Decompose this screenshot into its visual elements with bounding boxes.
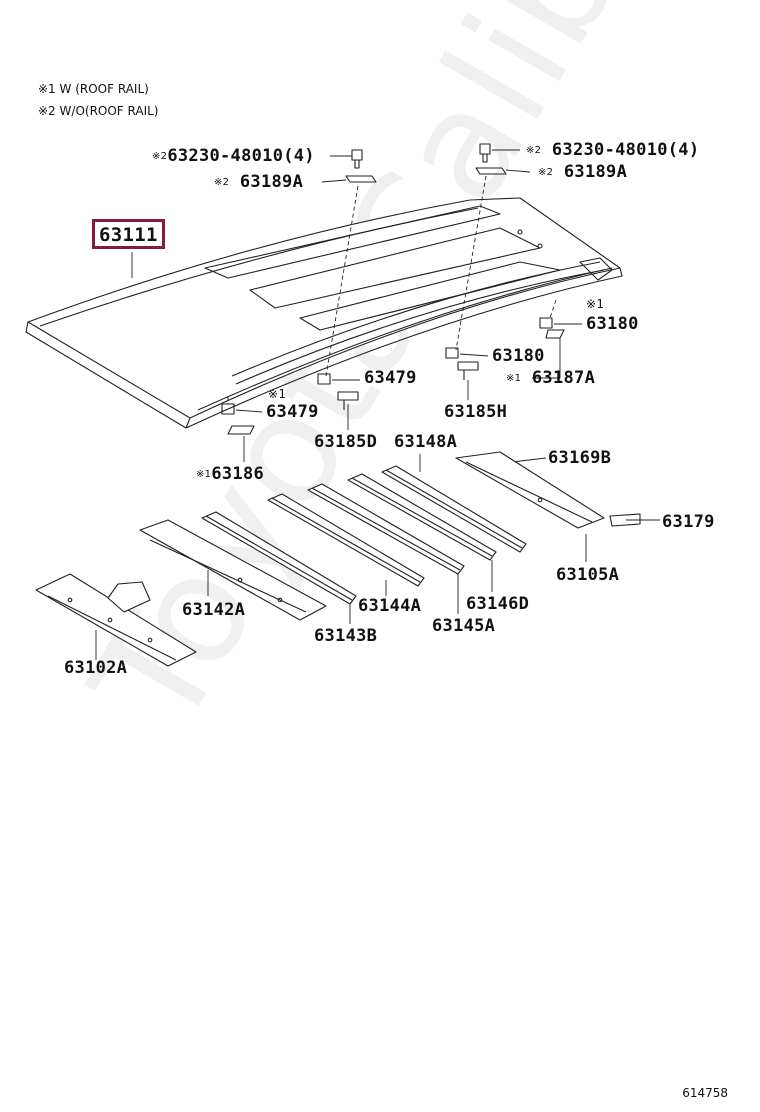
fastener-drawings	[221, 143, 565, 435]
legend-text: W/O(ROOF RAIL)	[59, 104, 159, 118]
diagram-number: 614758	[682, 1086, 728, 1100]
legend-item-2: ※2 W/O(ROOF RAIL)	[38, 104, 158, 119]
legend-mark: ※1	[38, 82, 56, 96]
part-callout-bolt-left[interactable]: ※263230-48010(4)	[152, 146, 315, 167]
part-callout-63187a[interactable]: ※1 63187A	[506, 368, 595, 389]
part-number: 63479	[266, 402, 319, 422]
part-callout-63143b[interactable]: 63143B	[314, 626, 377, 646]
note-mark: ※2	[214, 177, 230, 188]
part-number: 63102A	[64, 658, 128, 678]
part-number: 63169B	[548, 448, 612, 468]
part-number: 63180	[492, 346, 545, 366]
roof-bow-drawings	[35, 451, 641, 667]
part-callout-63479-upper[interactable]: 63479	[364, 368, 417, 388]
roof-panel-drawing	[25, 197, 623, 429]
part-callout-63479-lower[interactable]: 63479	[266, 402, 319, 422]
note-mark: ※2	[538, 167, 554, 178]
part-number: 63145A	[432, 616, 496, 636]
part-number: 63187A	[531, 368, 596, 388]
part-number: 63142A	[182, 600, 246, 620]
leader-lines	[95, 149, 660, 660]
part-number: 63185H	[444, 402, 508, 422]
part-number: 63186	[211, 464, 265, 484]
part-callout-63179[interactable]: 63179	[662, 512, 715, 532]
note-mark: ※1	[506, 373, 522, 384]
part-callout-63145a[interactable]: 63145A	[432, 616, 495, 636]
part-callout-63148a[interactable]: 63148A	[394, 432, 457, 452]
part-callout-bolt-right[interactable]: ※2 63230-48010(4)	[526, 140, 699, 161]
part-number: 63179	[662, 512, 715, 532]
part-number: 63189A	[239, 172, 304, 192]
part-number: 63189A	[563, 162, 628, 182]
part-callout-63111[interactable]: 63111	[92, 219, 165, 249]
part-callout-63180-right[interactable]: 63180	[586, 314, 639, 334]
part-number: 63143B	[314, 626, 378, 646]
part-callout-63185d[interactable]: 63185D	[314, 432, 377, 452]
legend-mark: ※2	[38, 104, 56, 118]
note-mark-63479-lower: ※1	[268, 387, 286, 401]
part-number: 63111	[99, 224, 158, 246]
part-number: 63144A	[358, 596, 422, 616]
part-callout-63102a[interactable]: 63102A	[64, 658, 127, 678]
part-number: 63148A	[394, 432, 458, 452]
part-callout-63189a-left[interactable]: ※2 63189A	[214, 172, 303, 193]
note-mark: ※2	[526, 145, 542, 156]
part-callout-63144a[interactable]: 63144A	[358, 596, 421, 616]
legend-text: W (ROOF RAIL)	[59, 82, 149, 96]
part-callout-63185h[interactable]: 63185H	[444, 402, 507, 422]
part-callout-63169b[interactable]: 63169B	[548, 448, 611, 468]
part-number: 63105A	[556, 565, 620, 585]
part-callout-63189a-right[interactable]: ※2 63189A	[538, 162, 627, 183]
note-mark-63180-right: ※1	[586, 297, 604, 311]
legend-item-1: ※1 W (ROOF RAIL)	[38, 82, 149, 97]
part-callout-63146d[interactable]: 63146D	[466, 594, 529, 614]
part-number: 63479	[364, 368, 417, 388]
note-mark: ※2	[152, 151, 168, 162]
part-callout-63142a[interactable]: 63142A	[182, 600, 245, 620]
part-callout-63180-mid[interactable]: 63180	[492, 346, 545, 366]
note-mark: ※1	[196, 469, 212, 480]
part-number: 63230-48010(4)	[167, 146, 315, 166]
part-number: 63185D	[314, 432, 378, 452]
part-number: 63146D	[466, 594, 530, 614]
part-number: 63180	[586, 314, 639, 334]
part-number: 63230-48010(4)	[551, 140, 700, 160]
part-callout-63105a[interactable]: 63105A	[556, 565, 619, 585]
part-callout-63186[interactable]: ※163186	[196, 464, 264, 485]
